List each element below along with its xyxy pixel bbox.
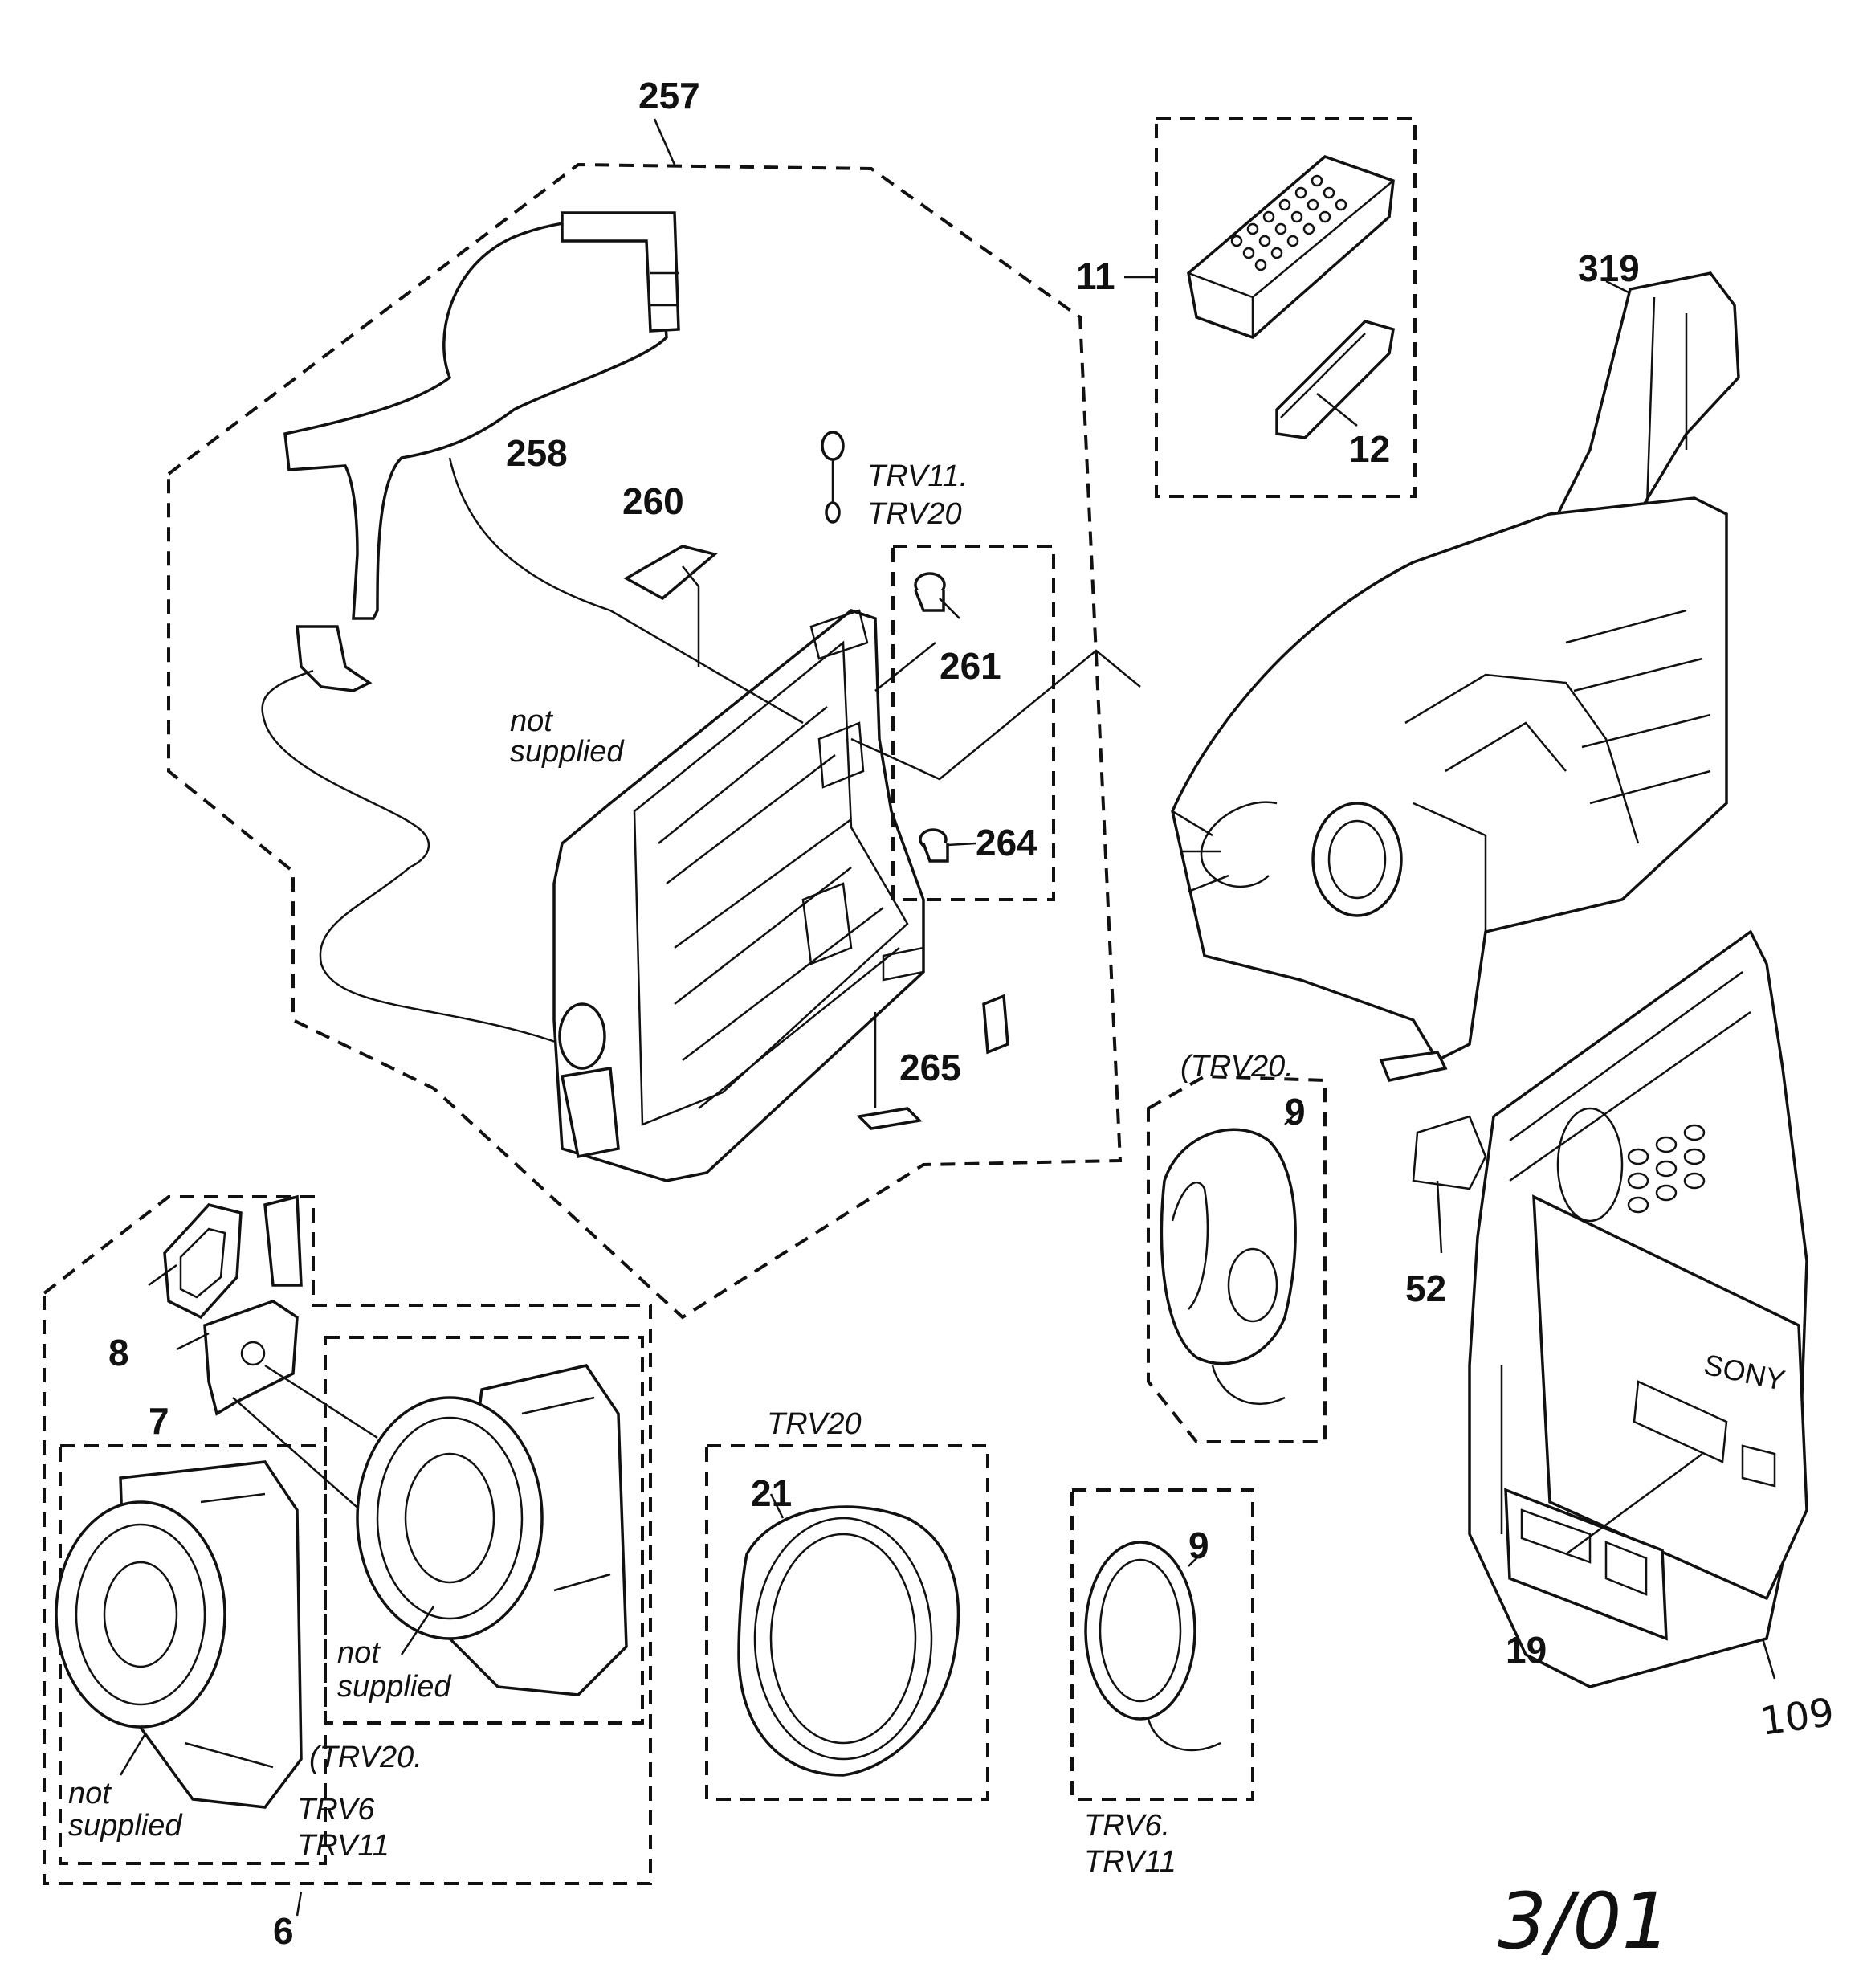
callout-8: 8 [108, 1332, 129, 1374]
lens-cap-upper [1160, 1128, 1297, 1406]
callout-19: 19 [1506, 1629, 1547, 1671]
window-plate-19 [1504, 1488, 1668, 1641]
bracket-7 [203, 1300, 299, 1416]
note-trv11-cap: TRV11 [1084, 1845, 1176, 1879]
callout-257: 257 [638, 75, 700, 116]
callout-319: 319 [1578, 247, 1640, 289]
trv20-cap-dashed-outline [1147, 1074, 1327, 1443]
handwritten-number: 109 [1758, 1690, 1837, 1745]
callout-21: 21 [751, 1472, 792, 1514]
note-trv11-top: TRV11. [867, 459, 968, 493]
part-261 [914, 572, 960, 619]
callout-11: 11 [1076, 255, 1115, 297]
camera-body-assembly [1171, 271, 1740, 1083]
leader-12 [1316, 393, 1358, 427]
part-264 [919, 828, 976, 863]
note-trv20-lens: (TRV20. [309, 1741, 422, 1774]
leader-8 [148, 1263, 177, 1287]
main-frame-cabinet [552, 609, 925, 1182]
lens-block-left [55, 1460, 303, 1809]
leader-19 [1565, 1452, 1703, 1556]
leader-to-frame [874, 642, 936, 692]
leader-to-camera-body [850, 649, 1141, 781]
leader-not-supplied-mid [400, 1606, 435, 1655]
label-sheet-260 [623, 545, 718, 667]
note-not-supplied-frame-1: not [510, 704, 553, 738]
leader-257 [653, 118, 676, 165]
callout-12: 12 [1349, 428, 1390, 470]
screw-parts [821, 431, 845, 524]
note-trv20-top: TRV20 [867, 497, 962, 531]
note-trv20-hood: TRV20 [767, 1407, 862, 1441]
callout-261: 261 [940, 645, 1001, 687]
battery-cover-part [1275, 320, 1395, 439]
remote-control-dashed-box [1155, 117, 1417, 498]
note-not-supplied-mid-2: supplied [337, 1670, 452, 1704]
note-trv6-lens: TRV6 [297, 1793, 375, 1827]
group-6-dashed-outline [43, 1195, 652, 1885]
leader-109 [1761, 1638, 1776, 1680]
sheet-265 [856, 1012, 923, 1130]
remote-control-part [1187, 155, 1395, 339]
leader-7-to-lens [232, 1364, 378, 1519]
leader-6 [296, 1891, 303, 1917]
note-trv20-cap-upper: (TRV20. [1180, 1050, 1294, 1084]
callout-9-upper: 9 [1285, 1091, 1306, 1133]
note-trv11-lens: TRV11 [297, 1829, 389, 1863]
trv6-trv11-cap-dashed-box [1070, 1488, 1254, 1801]
trv20-hood-dashed-box [705, 1444, 989, 1801]
leader-9-lower [1188, 1549, 1205, 1567]
lens-block-mid [356, 1364, 628, 1696]
callout-260: 260 [622, 480, 684, 522]
lens-left-dashed-box [59, 1444, 327, 1865]
callout-264: 264 [976, 822, 1037, 863]
note-not-supplied-mid-1: not [337, 1636, 381, 1670]
callout-9-lower: 9 [1188, 1525, 1209, 1566]
group-257-dashed-outline [167, 162, 1123, 1320]
callout-265: 265 [899, 1047, 961, 1088]
leader-not-supplied-left [119, 1734, 146, 1776]
leader-9-upper [1284, 1108, 1302, 1125]
bracket-right [982, 994, 1009, 1055]
callout-258: 258 [506, 432, 568, 474]
callout-7: 7 [149, 1400, 169, 1442]
callout-52: 52 [1405, 1268, 1446, 1309]
leader-21 [769, 1493, 785, 1519]
lens-cap-lower [1084, 1541, 1221, 1752]
callout-6: 6 [273, 1910, 294, 1952]
frame-leader-line [448, 457, 804, 725]
grip-cord-line [261, 669, 627, 1078]
note-trv6-cap: TRV6. [1084, 1809, 1170, 1843]
note-not-supplied-left-1: not [68, 1777, 112, 1810]
plate-8 [163, 1194, 303, 1320]
leader-52 [1436, 1180, 1443, 1254]
note-not-supplied-frame-2: supplied [510, 735, 625, 769]
trv11-trv20-dashed-box [891, 545, 1055, 901]
front-panel-assembly [1412, 929, 1808, 1688]
note-not-supplied-left-2: supplied [68, 1809, 183, 1843]
grip-belt-part [283, 211, 680, 692]
leader-319 [1605, 280, 1631, 295]
leader-7 [176, 1332, 210, 1351]
lens-hood-21 [737, 1505, 960, 1777]
date-stamp: 3/01 [1498, 1876, 1671, 1966]
